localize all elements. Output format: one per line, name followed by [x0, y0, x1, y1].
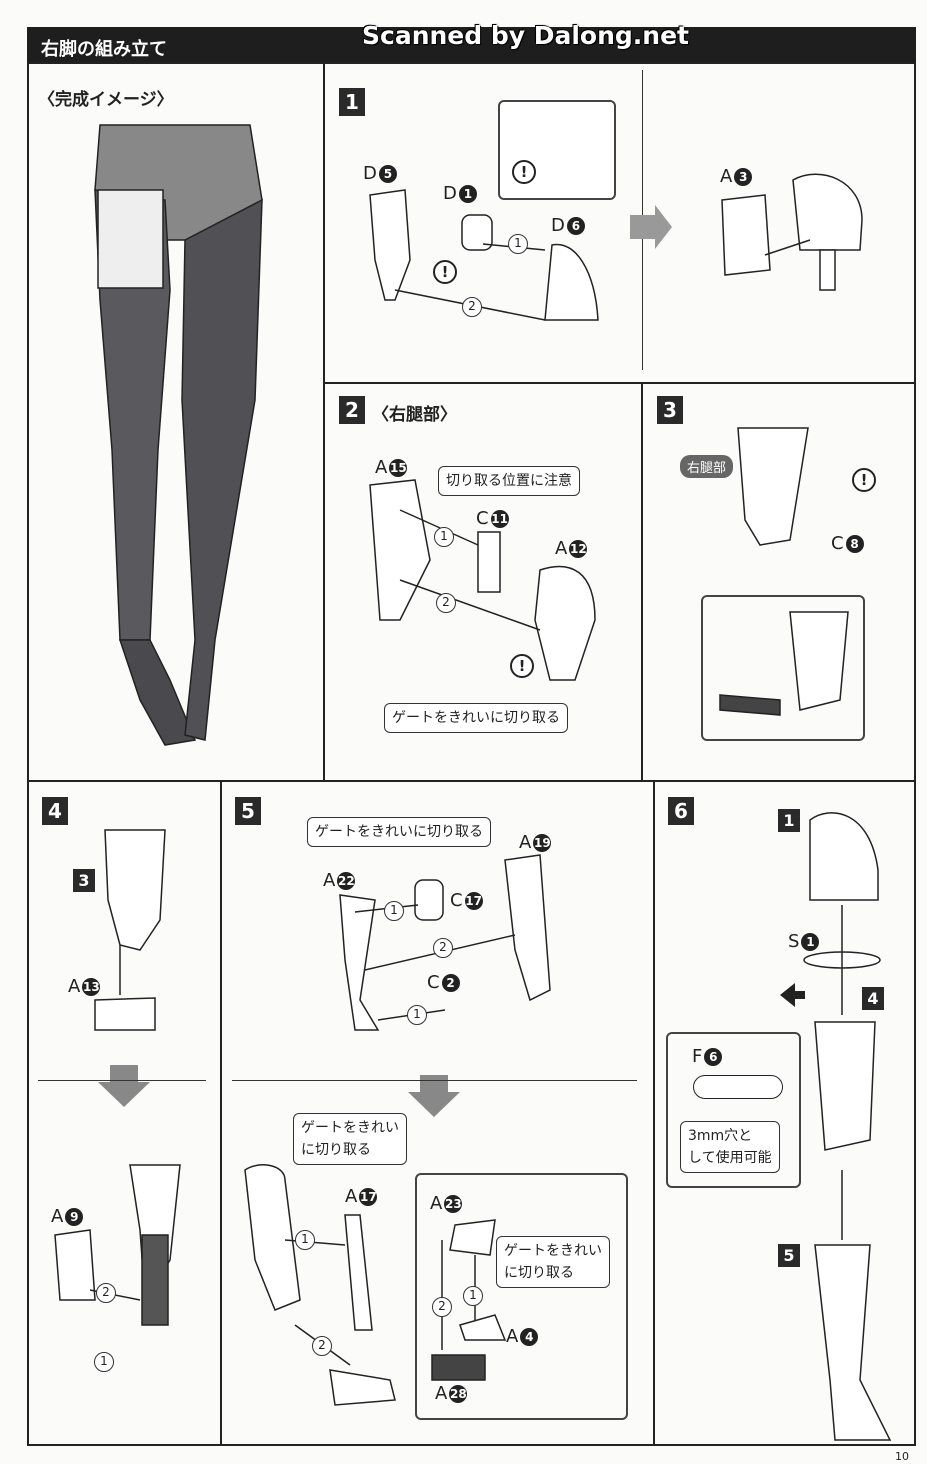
caution-icon: !	[510, 654, 534, 678]
step-5-number: 5	[235, 797, 261, 825]
caution-icon: !	[433, 260, 457, 284]
finished-left-leg	[181, 198, 263, 741]
step-1-number: 1	[339, 88, 365, 116]
order-marker: 1	[94, 1352, 114, 1372]
foot-detail-inset	[415, 1173, 628, 1420]
step-2-title: 〈右腿部〉	[372, 405, 457, 425]
section-title: 右脚の組み立て	[41, 39, 167, 60]
order-marker: 2	[433, 938, 453, 958]
part-f6-ring	[693, 1075, 783, 1099]
assembly-badge: 右腿部	[680, 455, 734, 478]
note-gate: ゲートをきれい に切り取る	[496, 1236, 610, 1288]
order-marker: 1	[463, 1286, 483, 1306]
step-1-arrow	[630, 205, 672, 249]
step-6-number: 6	[668, 797, 694, 825]
ref-badge: 5	[778, 1244, 800, 1267]
step-6-panel	[653, 780, 916, 1446]
part-c11	[477, 531, 501, 593]
part-a15	[369, 479, 431, 621]
part-leg-top	[792, 173, 863, 251]
order-marker: 2	[432, 1297, 452, 1317]
order-marker: 1	[384, 901, 404, 921]
step-2-number: 2	[339, 396, 365, 424]
part-a3	[721, 194, 771, 276]
finished-image-title: 〈完成イメージ〉	[38, 90, 174, 110]
finished-white-hip-joint	[97, 189, 164, 289]
ref-badge: 3	[73, 869, 95, 892]
step-4-number: 4	[42, 797, 68, 825]
part-d5	[369, 189, 411, 301]
note-gate: ゲートをきれいに切り取る	[384, 703, 568, 733]
caution-icon: !	[852, 468, 876, 492]
order-marker: 1	[508, 234, 528, 254]
scan-watermark: Scanned by Dalong.net	[362, 21, 690, 50]
f6-detail-inset	[666, 1032, 801, 1188]
note-gate: ゲートをきれい に切り取る	[293, 1113, 407, 1165]
ref-badge: 1	[778, 809, 800, 832]
detail-inset	[701, 595, 865, 741]
divider	[232, 1080, 637, 1081]
order-marker: 2	[462, 297, 482, 317]
detail-callout	[498, 100, 616, 200]
part-a12	[534, 565, 596, 681]
ref-badge: 4	[862, 987, 884, 1010]
caution-icon: !	[512, 160, 536, 184]
order-marker: 2	[436, 593, 456, 613]
note-3mm-hole: 3mm穴と して使用可能	[680, 1121, 780, 1173]
page-number: 10	[895, 1450, 909, 1463]
part-d1	[461, 214, 493, 251]
order-marker: 1	[407, 1005, 427, 1025]
order-marker: 1	[295, 1230, 315, 1250]
order-marker: 1	[434, 527, 454, 547]
divider	[38, 1080, 206, 1081]
order-marker: 2	[96, 1283, 116, 1303]
step-3-number: 3	[657, 396, 683, 424]
order-marker: 2	[312, 1336, 332, 1356]
part-d6	[544, 243, 599, 321]
thigh-assembly	[737, 427, 809, 546]
section-header: 右脚の組み立て Scanned by Dalong.net	[27, 21, 916, 64]
finished-right-shin	[118, 639, 197, 746]
note-gate: ゲートをきれいに切り取る	[307, 817, 491, 847]
note-cut-position: 切り取る位置に注意	[438, 466, 580, 496]
